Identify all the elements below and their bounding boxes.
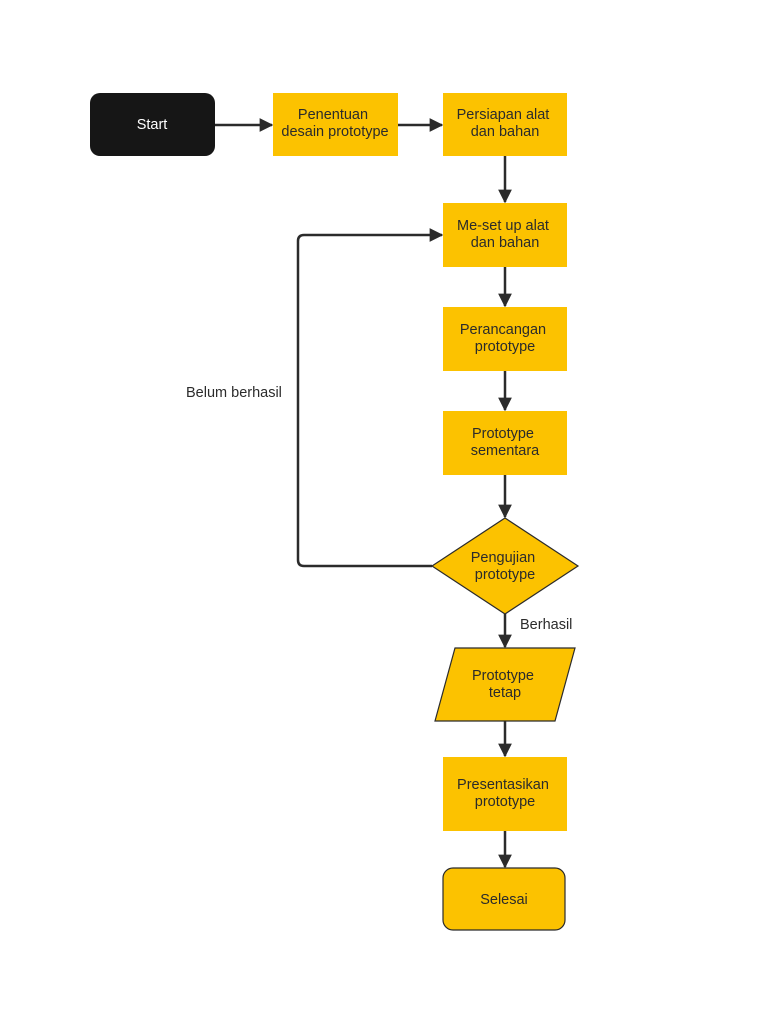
penentuan-label-line-2: desain prototype xyxy=(281,124,388,140)
sementara-label-line-1: Prototype xyxy=(472,426,534,442)
node-prototype-sementara: Prototype sementara xyxy=(443,411,567,475)
persiapan-shape xyxy=(443,93,567,156)
pengujian-label-line-1: Pengujian xyxy=(471,550,536,566)
node-presentasikan-prototype: Presentasikan prototype xyxy=(443,757,567,831)
setup-shape xyxy=(443,203,567,267)
start-label: Start xyxy=(137,117,168,133)
perancangan-label-line-2: prototype xyxy=(475,339,535,355)
presentasikan-shape xyxy=(443,757,567,831)
node-start: Start xyxy=(90,93,215,156)
sementara-shape xyxy=(443,411,567,475)
tetap-label: Prototype tetap xyxy=(472,668,538,701)
perancangan-label: Perancangan prototype xyxy=(460,322,550,355)
persiapan-label: Persiapan alat dan bahan xyxy=(457,107,554,140)
presentasikan-label-line-2: prototype xyxy=(475,794,535,810)
tetap-shape xyxy=(434,647,576,722)
perancangan-label-line-1: Perancangan xyxy=(460,322,546,338)
node-pengujian-prototype: Pengujian prototype xyxy=(430,517,580,615)
sementara-label-line-2: sementara xyxy=(471,443,540,459)
edge-label-berhasil: Berhasil xyxy=(520,617,572,633)
persiapan-label-line-2: dan bahan xyxy=(471,124,540,140)
node-persiapan-alat-dan-bahan: Persiapan alat dan bahan xyxy=(443,93,567,156)
tetap-label-line-1: Prototype xyxy=(472,668,534,684)
start-shape xyxy=(90,93,215,156)
node-prototype-tetap: Prototype tetap xyxy=(434,647,576,722)
setup-label: Me-set up alat dan bahan xyxy=(457,218,553,251)
penentuan-shape xyxy=(273,93,398,156)
presentasikan-label-line-1: Presentasikan xyxy=(457,777,549,793)
edge-label-belum-berhasil: Belum berhasil xyxy=(186,385,282,401)
pengujian-shape xyxy=(430,517,580,615)
tetap-label-line-2: tetap xyxy=(489,685,521,701)
selesai-shape xyxy=(442,867,566,931)
pengujian-label: Pengujian prototype xyxy=(471,550,540,583)
penentuan-label-line-1: Penentuan xyxy=(298,107,368,123)
node-selesai: Selesai xyxy=(442,867,566,931)
setup-label-line-1: Me-set up alat xyxy=(457,218,549,234)
node-me-set-up-alat-dan-bahan: Me-set up alat dan bahan xyxy=(443,203,567,267)
sementara-label: Prototype sementara xyxy=(471,426,540,459)
pengujian-label-line-2: prototype xyxy=(475,567,535,583)
arrow-pengujian-loop-to-setup xyxy=(296,228,444,568)
perancangan-shape xyxy=(443,307,567,371)
setup-label-line-2: dan bahan xyxy=(471,235,540,251)
presentasikan-label: Presentasikan prototype xyxy=(457,777,553,810)
penentuan-label: Penentuan desain prototype xyxy=(281,107,388,140)
node-penentuan-desain-prototype: Penentuan desain prototype xyxy=(273,93,398,156)
selesai-label: Selesai xyxy=(480,892,528,908)
node-perancangan-prototype: Perancangan prototype xyxy=(443,307,567,371)
persiapan-label-line-1: Persiapan alat xyxy=(457,107,550,123)
